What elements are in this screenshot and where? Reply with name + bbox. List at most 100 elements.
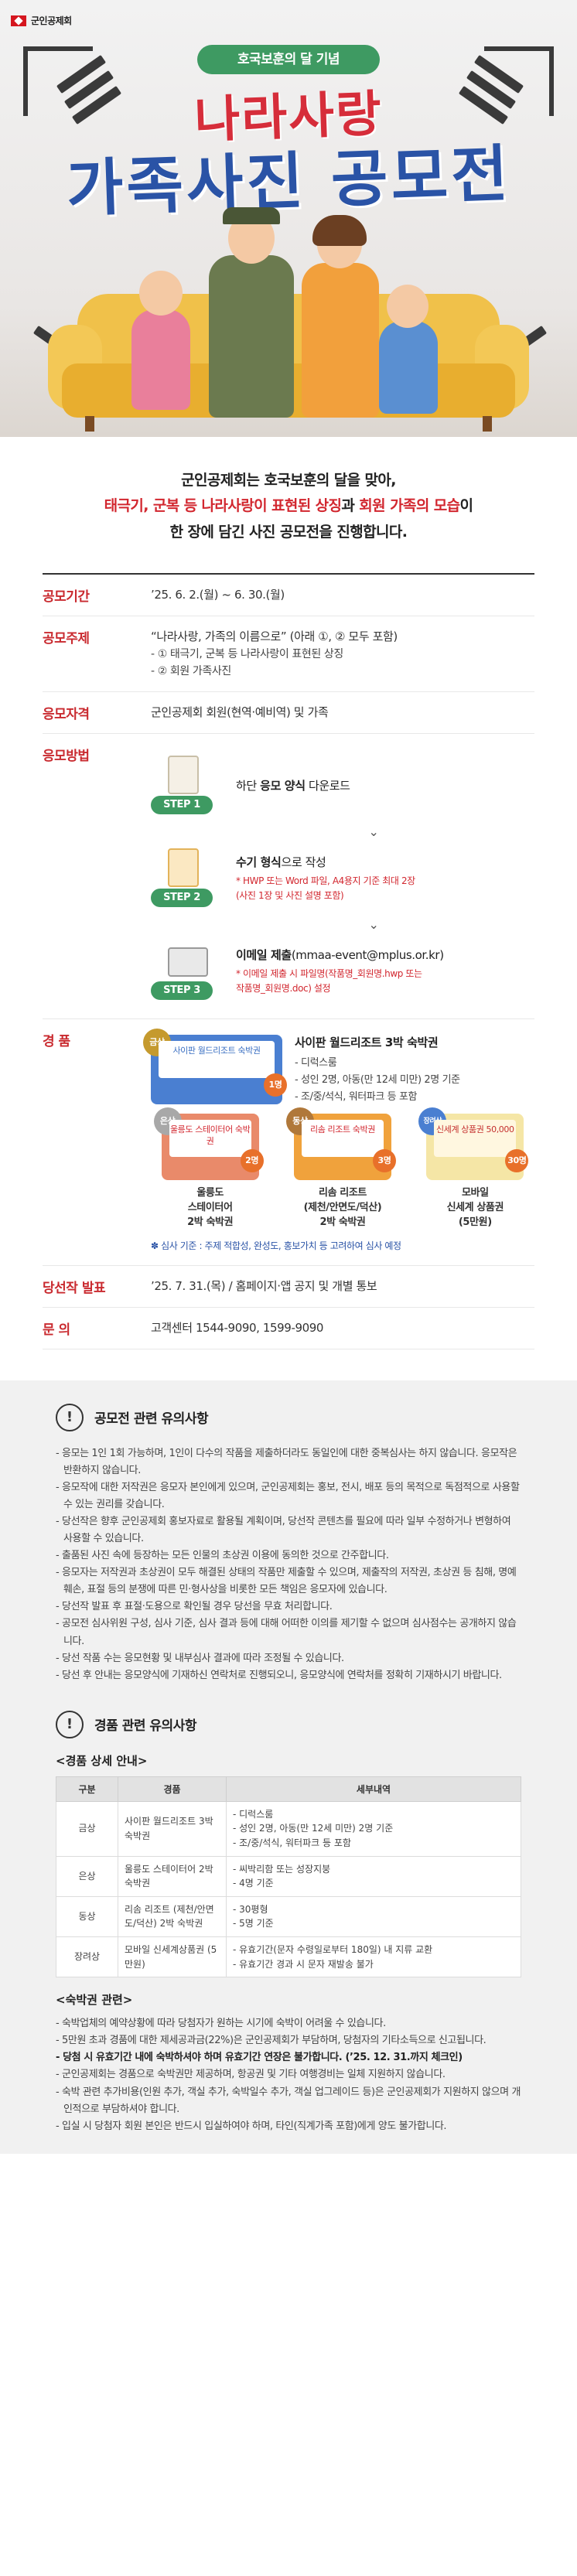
list-item: - 출품된 사진 속에 등장하는 모든 인물의 초상권 이용에 동의한 것으로 … <box>56 1550 389 1562</box>
table-cell-prize: 리솜 리조트 (제천/안면도/덕산) 2박 숙박권 <box>118 1895 227 1938</box>
list-item: - 응모는 1인 1회 가능하며, 1인이 다수의 작품을 제출하더라도 동일인… <box>56 1447 517 1476</box>
table-cell-rank: 동상 <box>56 1895 118 1938</box>
contest-info-table: 공모기간 ’25. 6. 2.(월) ~ 6. 30.(월) 공모주제 “나라사… <box>43 572 534 1349</box>
step-title: 이메일 제출(mmaa-event@mplus.or.kr) <box>236 948 444 963</box>
notice1-title: 공모전 관련 유의사항 <box>94 1411 209 1428</box>
method-label: 응모방법 <box>43 748 90 764</box>
prize-count: 1명 <box>264 1073 287 1097</box>
pencil-icon: STEP 2 <box>151 844 236 913</box>
prize-gold: 금상 사이판 월드리조트 숙박권 1명 사이판 월드리조트 3박 숙박권 - 디… <box>143 1028 534 1106</box>
period-label: 공모기간 <box>43 589 90 605</box>
prize-row-others: 은상 울릉도 스테이터어 숙박권 2명 울릉도 스테이터어 2박 숙박권 동상 … <box>151 1107 534 1230</box>
theme-line1: “나라사랑, 가족의 이름으로” (아래 ①, ② 모두 포함) <box>151 629 398 643</box>
info-row-method: 응모방법 STEP 1 하단 응모 양식 다운로드 ⌄ STEP 2 수기 형식… <box>43 734 534 1019</box>
info-row-prizes: 경 품 금상 사이판 월드리조트 숙박권 1명 사이판 월드리조트 3박 숙박권… <box>43 1019 534 1266</box>
intro-line1: 군인공제회는 호국보훈의 달을 맞아, <box>181 472 396 489</box>
list-item: - 응모작에 대한 저작권은 응모자 본인에게 있으며, 군인공제회는 홍보, … <box>56 1481 520 1510</box>
mother-hair <box>312 215 367 246</box>
email-icon: STEP 3 <box>151 937 236 1006</box>
list-item: - 공모전 심사위원 구성, 심사 기준, 심사 결과 등에 대해 어떠한 이의… <box>56 1618 517 1647</box>
son-illustration <box>379 321 438 414</box>
son-head <box>387 285 428 328</box>
list-item: - 응모자는 저작권과 초상권이 모두 해결된 상태의 작품만 제출할 수 있으… <box>56 1567 517 1596</box>
prize-encouragement: 장려상 신세계 상품권 50,000 30명 모바일 신세계 상품권 (5만원) <box>416 1107 534 1230</box>
contact-value[interactable]: 고객센터 1544-9090, 1599-9090 <box>151 1320 324 1335</box>
stay-heading: <숙박권 관련> <box>56 1993 133 2008</box>
eligibility-label: 응모자격 <box>43 706 90 722</box>
theme-label: 공모주제 <box>43 630 90 647</box>
list-item: - 숙박업체의 예약상황에 따라 당첨자가 원하는 시기에 숙박이 어려울 수 … <box>56 2018 386 2030</box>
prize-bronze: 동상 리솜 리조트 숙박권 3명 리솜 리조트 (제천/안면도/덕산) 2박 숙… <box>283 1107 401 1230</box>
info-row-theme: 공모주제 “나라사랑, 가족의 이름으로” (아래 ①, ② 모두 포함) - … <box>43 616 534 692</box>
document-icon <box>168 755 199 794</box>
encourage-prize-envelope: 장려상 신세계 상품권 50,000 30명 <box>418 1107 529 1180</box>
frame-corner <box>23 46 28 116</box>
daughter-head <box>139 271 183 316</box>
frame-corner <box>549 46 554 116</box>
intro-highlight-family: 회원 가족의 모습 <box>359 497 460 515</box>
mother-illustration <box>302 263 379 418</box>
table-header-row: 구분 경품 세부내역 <box>56 1776 521 1802</box>
list-item: - 당선 작품 수는 응모현황 및 내부심사 결과에 따라 조정될 수 있습니다… <box>56 1652 344 1664</box>
table-cell-detail: - 30평형 - 5명 기준 <box>226 1895 521 1938</box>
military-cap <box>223 207 280 224</box>
intro-highlight-symbol: 태극기, 군복 등 나라사랑이 표현된 상징 <box>104 497 342 515</box>
contact-label: 문 의 <box>43 1322 70 1338</box>
table-cell-detail: - 유효기간(문자 수령일로부터 180일) 내 지류 교환 - 유효기간 경과… <box>226 1936 521 1978</box>
hero-subtitle: 호국보훈의 달 기념 <box>197 45 380 74</box>
table-header: 구분 <box>56 1776 118 1802</box>
notice1-heading: ! 공모전 관련 유의사항 <box>56 1403 521 1431</box>
notice2-title: 경품 관련 유의사항 <box>94 1718 196 1735</box>
step-badge: STEP 3 <box>151 981 213 1000</box>
announce-label: 당선작 발표 <box>43 1280 106 1296</box>
prize-silver: 은상 울릉도 스테이터어 숙박권 2명 울릉도 스테이터어 2박 숙박권 <box>151 1107 269 1230</box>
intro-line3: 한 장에 담긴 사진 공모전을 진행합니다. <box>169 523 408 541</box>
prize-list: 금상 사이판 월드리조트 숙박권 1명 사이판 월드리조트 3박 숙박권 - 디… <box>143 1028 534 1254</box>
table-cell-prize: 울릉도 스테이터어 2박 숙박권 <box>118 1855 227 1897</box>
judging-criteria: ✽ 심사 기준 : 주제 적합성, 완성도, 홍보가치 등 고려하여 심사 예정 <box>151 1240 401 1252</box>
table-cell-detail: - 씨박리함 또는 성장지붕 - 4명 기준 <box>226 1855 521 1897</box>
table-cell-rank: 은상 <box>56 1855 118 1897</box>
sofa-leg <box>85 416 94 432</box>
stay-notice-list: - 숙박업체의 예약상황에 따라 당첨자가 원하는 시기에 숙박이 어려울 수 … <box>56 2015 521 2135</box>
intro-line2: 태극기, 군복 등 나라사랑이 표현된 상징과 회원 가족의 모습이 <box>23 493 554 519</box>
bronze-prize-envelope: 동상 리솜 리조트 숙박권 3명 <box>285 1107 396 1180</box>
theme-line3: - ② 회원 가족사진 <box>151 665 231 678</box>
info-row-announce: 당선작 발표 ’25. 7. 31.(목) / 홈페이지·앱 공지 및 개별 통… <box>43 1266 534 1308</box>
download-form-icon: STEP 1 <box>151 751 236 821</box>
soldier-father-illustration <box>209 255 294 418</box>
step-title: 하단 응모 양식 다운로드 <box>236 778 350 793</box>
step-note: * HWP 또는 Word 파일, A4용지 기준 최대 2장(사진 1장 및 … <box>236 875 415 902</box>
list-item: - 당첨 시 유효기간 내에 숙박하셔야 하며 유효기간 연장은 불가합니다. … <box>56 2052 463 2064</box>
list-item: - 입실 시 당첨자 회원 본인은 반드시 입실하여야 하며, 타인(직계가족 … <box>56 2120 447 2132</box>
step-1: STEP 1 하단 응모 양식 다운로드 <box>151 751 534 821</box>
announce-value: ’25. 7. 31.(목) / 홈페이지·앱 공지 및 개별 통보 <box>151 1278 377 1293</box>
prize-detail-heading: <경품 상세 안내> <box>56 1753 148 1768</box>
theme-line2: - ① 태극기, 군복 등 나라사랑이 표현된 상징 <box>151 647 343 660</box>
list-item: - 5만원 초과 경품에 대한 제세공과금(22%)은 군인공제회가 부담하며,… <box>56 2035 487 2047</box>
intro-particle: 이 <box>459 497 473 515</box>
info-row-eligibility: 응모자격 군인공제회 회원(현역·예비역) 및 가족 <box>43 692 534 734</box>
step-3: STEP 3 이메일 제출(mmaa-event@mplus.or.kr) * … <box>151 937 534 1006</box>
brand-logo[interactable]: 군인공제회 <box>11 14 72 27</box>
info-row-period: 공모기간 ’25. 6. 2.(월) ~ 6. 30.(월) <box>43 572 534 616</box>
intro-section: 군인공제회는 호국보훈의 달을 맞아, 태극기, 군복 등 나라사랑이 표현된 … <box>0 437 577 573</box>
envelope-icon <box>168 947 208 977</box>
table-header: 세부내역 <box>226 1776 521 1802</box>
list-item: - 숙박 관련 추가비용(인원 추가, 객실 추가, 숙박일수 추가, 객실 업… <box>56 2086 521 2115</box>
list-item: - 당선작은 향후 군인공제회 홍보자료로 활용될 계획이며, 당선작 콘텐츠를… <box>56 1515 511 1544</box>
frame-corner <box>23 46 93 51</box>
prize-label: 경 품 <box>43 1033 70 1049</box>
chevron-down-icon: ⌄ <box>368 916 379 932</box>
table-cell-prize: 모바일 신세계상품권 (5만원) <box>118 1936 227 1978</box>
prize-card: 사이판 월드리조트 숙박권 <box>159 1040 275 1078</box>
brand-name: 군인공제회 <box>31 15 72 26</box>
table-header: 경품 <box>118 1776 227 1802</box>
theme-value: “나라사랑, 가족의 이름으로” (아래 ①, ② 모두 포함) - ① 태극기… <box>151 627 534 681</box>
gold-prize-envelope: 금상 사이판 월드리조트 숙박권 1명 <box>143 1028 287 1104</box>
step-2: STEP 2 수기 형식으로 작성 * HWP 또는 Word 파일, A4용지… <box>151 844 534 913</box>
